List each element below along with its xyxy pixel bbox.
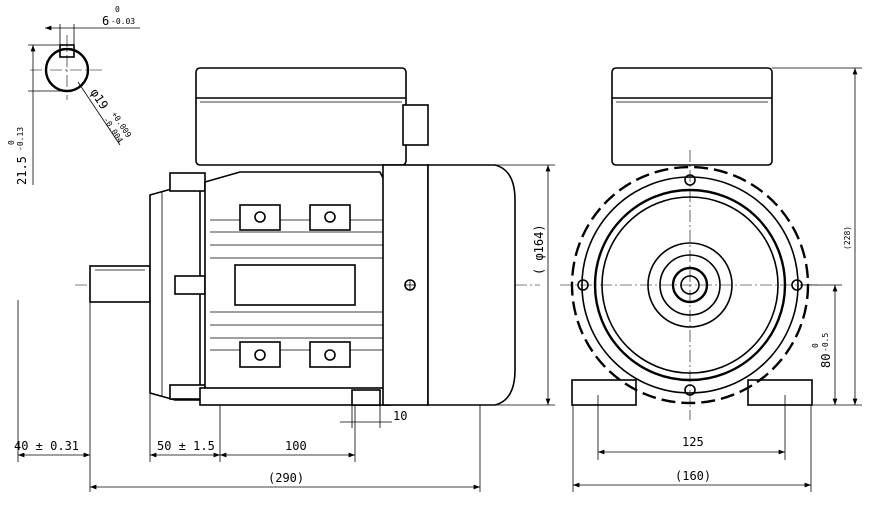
motor-front-view [560,67,820,420]
svg-text:-0.13: -0.13 [16,127,25,151]
shaft-to-foot-label: 50 ± 1.5 [157,439,215,453]
foot-spacing-label: 100 [285,439,307,453]
foot-hole-spacing-label: 125 [682,435,704,449]
svg-text:-0.5: -0.5 [821,333,830,352]
shaft-diameter-label: φ19 [87,86,111,112]
shaft-height-label: 80 [819,354,833,368]
shaft-key-section: 6 0 -0.03 φ19 +0.009 -0.004 21.5 0 -0.13 [7,5,140,185]
overall-height-label: (228) [843,226,852,250]
foot-hole-label: 10 [393,409,407,423]
svg-text:0: 0 [7,140,16,145]
shaft-length-label: 40 ± 0.31 [14,439,79,453]
key-height-label: 21.5 [15,156,29,185]
svg-text:-0.03: -0.03 [111,17,135,26]
key-width-label: 6 [102,14,109,28]
frame-diameter-label: ( φ164) [532,224,546,275]
side-view-dimensions: ( φ164) 10 40 ± 0.31 50 ± 1.5 100 (290) [14,164,555,492]
overall-width-label: (160) [675,469,711,483]
svg-text:0: 0 [811,343,820,348]
front-view-dimensions: (228) 80 0 -0.5 125 (160) [572,67,862,492]
overall-length-label: (290) [268,471,304,485]
svg-text:0: 0 [115,5,120,14]
motor-side-view [75,67,540,406]
